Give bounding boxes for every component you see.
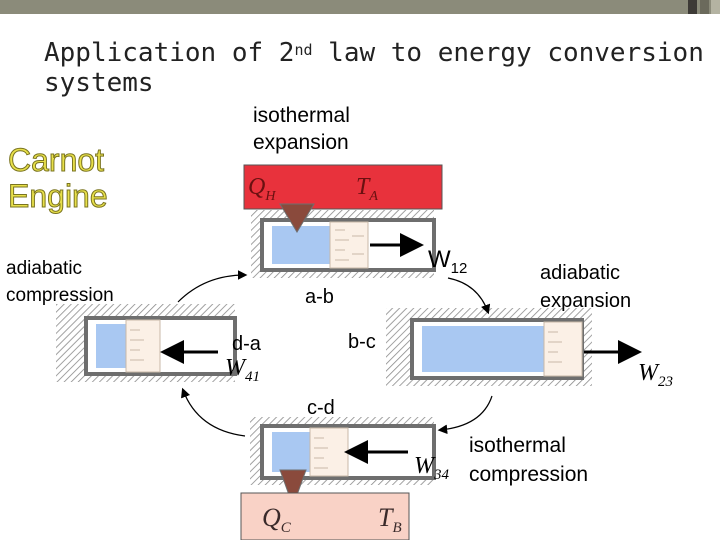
cylinder-bottom (250, 417, 436, 508)
hot-reservoir (243, 164, 443, 210)
cold-reservoir (240, 492, 410, 540)
piston (125, 319, 161, 373)
gas-region (96, 324, 126, 368)
adiabatic-expansion-label: adiabatic expansion (540, 262, 632, 312)
slide-top-bar (0, 0, 720, 14)
conductor (279, 469, 307, 508)
isothermal-compression-label: isothermal compression (469, 434, 589, 486)
process-da-label: d-a (232, 333, 261, 355)
heat-in-label: QH (248, 174, 276, 204)
gas-region (422, 326, 544, 372)
isothermal-expansion-label: isothermal expansion (253, 104, 350, 154)
work-w12-label: W12 (428, 246, 468, 277)
heat-out-label: QC (262, 503, 291, 537)
slide-title: Application of 2nd law to energy convers… (44, 38, 704, 98)
work-w34-label: W34 (414, 453, 449, 483)
cycle-arrow-da (177, 270, 248, 303)
cylinder-left (56, 304, 237, 382)
process-ab-label: a-b (305, 286, 334, 308)
process-bc-label: b-c (348, 331, 376, 353)
work-w41-label: W41 (225, 355, 260, 385)
piston (329, 221, 369, 269)
cycle-arrow-ab (447, 277, 491, 315)
conductor (279, 203, 315, 233)
cylinder-right (386, 308, 642, 386)
cycle-arrow-cd (181, 387, 246, 437)
piston (309, 427, 349, 477)
gas-region (272, 432, 310, 472)
cycle-arrow-bc (437, 395, 493, 435)
piston (543, 321, 583, 377)
cylinder-top (251, 203, 436, 278)
adiabatic-compression-label: adiabatic compression (6, 258, 114, 306)
carnot-engine-label: Carnot Engine (8, 142, 109, 215)
gas-region (272, 226, 330, 264)
decor-block (688, 0, 697, 14)
decor-block (700, 0, 709, 14)
decor-block (711, 0, 720, 14)
work-w23-label: W23 (638, 360, 673, 390)
process-cd-label: c-d (307, 397, 335, 419)
hot-temp-label: TA (356, 174, 378, 204)
cold-temp-label: TB (378, 503, 402, 537)
